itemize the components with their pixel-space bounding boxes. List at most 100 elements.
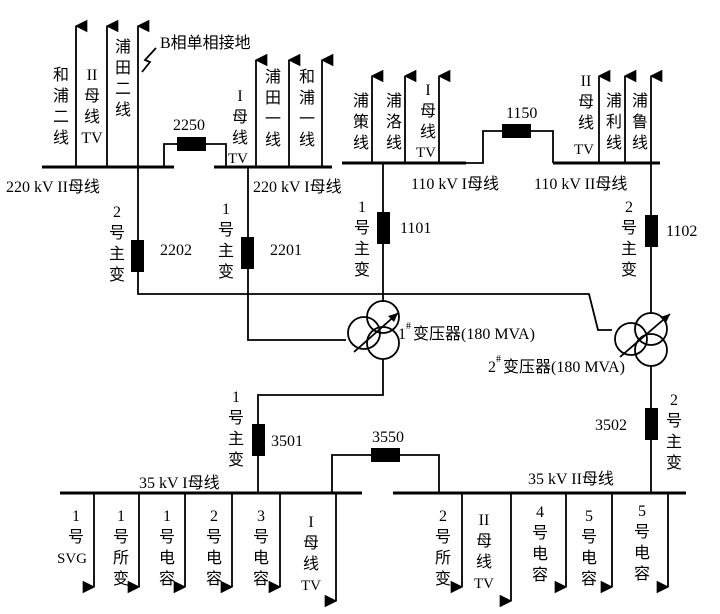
svg-text:浦: 浦 (353, 92, 369, 110)
svg-text:浦: 浦 (606, 92, 622, 110)
svg-text:变: 变 (113, 570, 129, 588)
svg-text:1: 1 (117, 508, 125, 525)
svg-text:主: 主 (621, 240, 637, 258)
breaker-1102 (645, 215, 658, 247)
svg-text:电: 电 (206, 549, 222, 567)
svg-text:号: 号 (435, 528, 451, 546)
svg-text:线: 线 (578, 114, 594, 132)
main1-220-connection (247, 167, 346, 341)
svg-text:电: 电 (581, 549, 597, 567)
feeder-label-pu-tian-1: 浦 田 一 线 (265, 68, 281, 149)
bus-220kv-ii-label: 220 kV II母线 (6, 178, 100, 196)
svg-text:1: 1 (358, 199, 366, 216)
svg-text:5: 5 (638, 503, 646, 520)
svg-text:4: 4 (536, 504, 544, 521)
svg-text:电: 电 (634, 544, 650, 562)
svg-text:和: 和 (299, 68, 315, 86)
svg-text:1: 1 (232, 389, 240, 406)
branch-label-main1-220: 1 号 主 变 (218, 201, 234, 281)
breaker-2250 (177, 137, 206, 151)
feeder-label-1-station-tx: 1 号 所 变 (113, 508, 129, 588)
feeder-label-pu-luo: 浦 洛 线 (386, 92, 402, 152)
feeder-label-1-svg: 1 号 SVG (57, 508, 87, 567)
svg-text:号: 号 (581, 528, 597, 546)
svg-text:2: 2 (625, 199, 633, 216)
svg-text:母: 母 (578, 94, 594, 111)
svg-text:线: 线 (53, 129, 69, 147)
branch-label-main2-35: 2 号 主 变 (666, 392, 682, 472)
svg-text:变: 变 (228, 451, 244, 469)
svg-text:#: # (406, 321, 411, 332)
feeder-label-2-capacitor: 2 号 电 容 (206, 508, 222, 588)
svg-text:变: 变 (218, 263, 234, 281)
bus-tie-1150-line (466, 130, 554, 164)
svg-text:所: 所 (113, 549, 129, 567)
svg-text:5: 5 (585, 508, 593, 525)
svg-text:1: 1 (72, 508, 80, 525)
svg-text:线: 线 (84, 108, 100, 126)
svg-text:II: II (87, 67, 98, 84)
svg-text:I: I (308, 514, 313, 531)
bus-110kv-ii-label: 110 kV II母线 (534, 175, 627, 193)
svg-text:变: 变 (354, 261, 370, 279)
svg-text:1: 1 (398, 326, 406, 343)
svg-text:主: 主 (228, 430, 244, 448)
svg-text:TV: TV (228, 151, 248, 167)
svg-text:浦: 浦 (53, 87, 69, 105)
svg-text:变: 变 (666, 454, 682, 472)
feeder-label-he-pu-2: 和 浦 二 线 (53, 66, 69, 147)
svg-text:母: 母 (476, 533, 492, 550)
svg-text:号: 号 (253, 528, 269, 546)
svg-text:一: 一 (265, 111, 281, 128)
breaker-1150-label: 1150 (506, 105, 537, 122)
svg-text:3: 3 (257, 508, 265, 525)
breaker-3550-label: 3550 (372, 429, 404, 446)
svg-text:变: 变 (109, 266, 125, 284)
transformer-2-label: 2 # 变压器(180 MVA) (488, 354, 625, 376)
branch-label-main1-110: 1 号 主 变 (354, 199, 370, 279)
breaker-3550 (371, 448, 400, 462)
svg-text:二: 二 (53, 109, 69, 126)
svg-text:浦: 浦 (115, 38, 131, 56)
svg-text:浦: 浦 (265, 68, 281, 86)
svg-text:线: 线 (265, 131, 281, 149)
svg-text:线: 线 (115, 101, 131, 119)
svg-text:线: 线 (303, 555, 319, 573)
svg-text:号: 号 (621, 219, 637, 237)
svg-text:号: 号 (206, 528, 222, 546)
svg-text:号: 号 (228, 409, 244, 427)
svg-text:容: 容 (206, 570, 222, 588)
breaker-3501 (252, 424, 265, 456)
svg-text:号: 号 (532, 524, 548, 542)
svg-text:一: 一 (299, 111, 315, 128)
svg-text:号: 号 (354, 219, 370, 237)
svg-text:TV: TV (416, 145, 436, 161)
feeders-35kv (82, 493, 670, 608)
svg-text:容: 容 (159, 570, 175, 588)
breaker-1101 (377, 212, 390, 244)
svg-text:2: 2 (488, 359, 496, 376)
svg-text:浦: 浦 (386, 92, 402, 110)
svg-text:TV: TV (474, 576, 494, 592)
svg-text:容: 容 (253, 570, 269, 588)
svg-text:号: 号 (159, 528, 175, 546)
svg-text:I: I (237, 88, 242, 105)
fault-annotation: B相单相接地 (160, 34, 251, 52)
svg-text:线: 线 (420, 123, 436, 141)
transformer-1-label: 1 # 变压器(180 MVA) (398, 321, 535, 343)
feeder-label-ii-bus-tv-110: II 母 线 TV (574, 73, 594, 158)
svg-text:策: 策 (353, 113, 369, 131)
bus-35kv-i-label: 35 kV I母线 (139, 474, 220, 492)
feeder-label-5-capacitor-a: 5 号 电 容 (581, 508, 597, 588)
svg-text:#: # (496, 354, 501, 365)
breaker-3502-label: 3502 (595, 417, 627, 434)
svg-text:容: 容 (532, 566, 548, 584)
svg-text:主: 主 (666, 433, 682, 451)
svg-text:母: 母 (303, 535, 319, 552)
svg-text:和: 和 (53, 66, 69, 84)
feeder-label-4-capacitor: 4 号 电 容 (532, 504, 548, 584)
svg-text:鲁: 鲁 (632, 113, 648, 131)
svg-text:利: 利 (606, 113, 622, 131)
feeder-label-ii-bus-tv-35: II 母 线 TV (474, 512, 494, 592)
